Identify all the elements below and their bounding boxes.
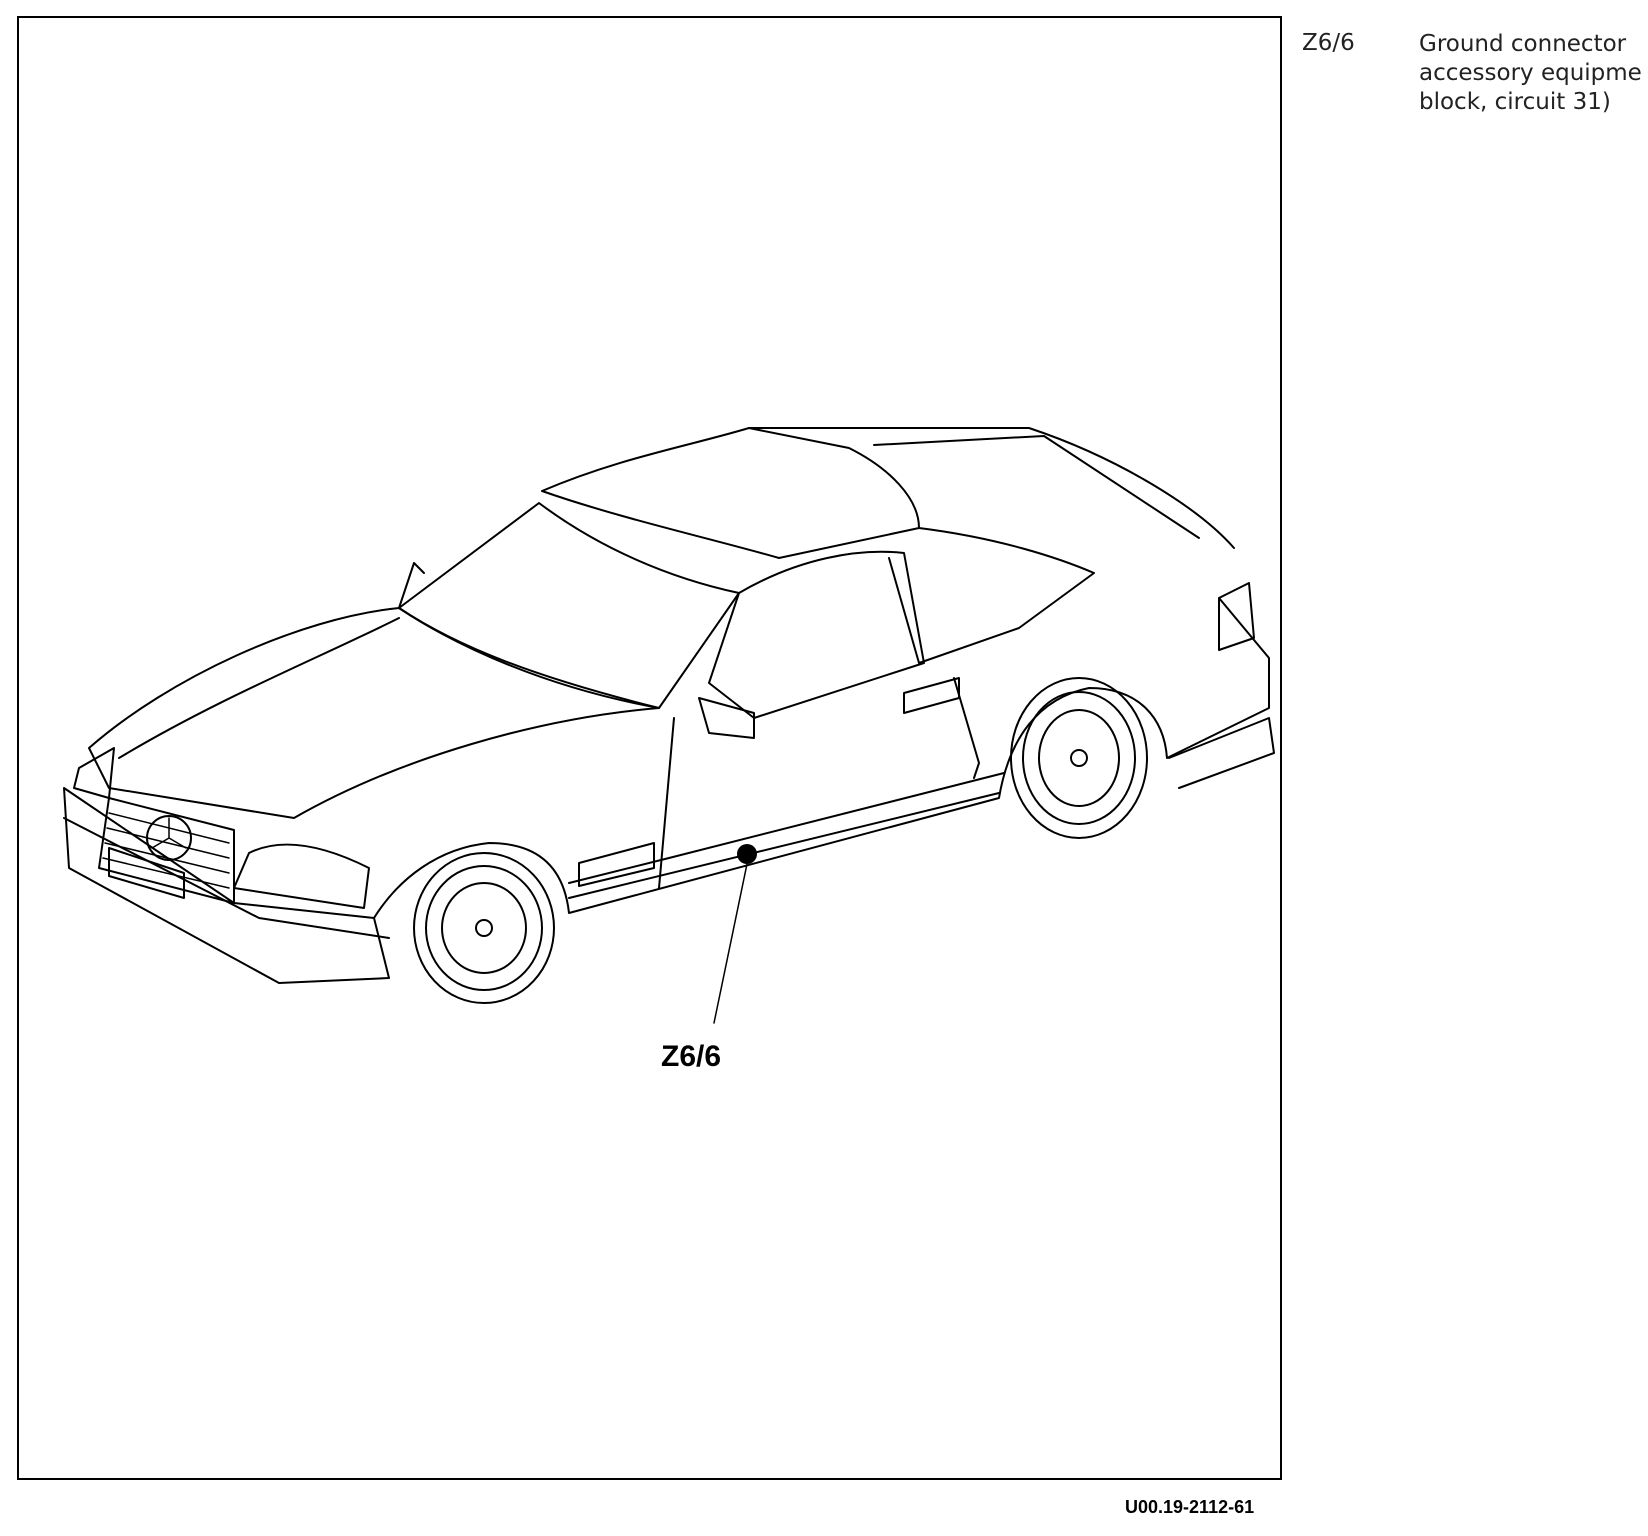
diagram-frame [17, 16, 1282, 1480]
car-line-drawing [63, 427, 1275, 1024]
legend-description: Ground connector accessory equipme block… [1419, 30, 1648, 117]
legend-line: accessory equipme [1419, 60, 1642, 86]
callout-label-z6-6: Z6/6 [661, 1040, 722, 1073]
ground-point-marker [737, 844, 757, 864]
figure-id: U00.19-2112-61 [1125, 1497, 1255, 1517]
legend-line: Ground connector [1419, 31, 1627, 57]
legend-code: Z6/6 [1302, 30, 1355, 56]
legend-line: block, circuit 31) [1419, 89, 1611, 115]
